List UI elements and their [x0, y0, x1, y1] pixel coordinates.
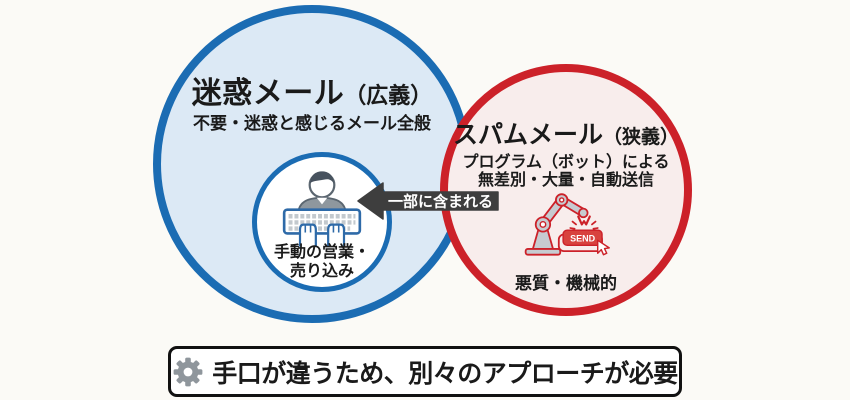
overlap-arrow-label: 一部に含まれる [387, 193, 493, 211]
robot-arm-icon: SEND [524, 193, 610, 256]
narrow-circle-title: スパムメール（狭義） [448, 115, 684, 151]
manual-sales-label-line1: 手動の営業・ [273, 244, 370, 261]
broad-circle-title-suffix: （広義） [344, 83, 433, 108]
conclusion-banner-text: 手口が違うため、別々のアプローチが必要 [212, 359, 678, 388]
left-arrow-icon [357, 182, 499, 220]
narrow-circle-title-main: スパムメール [452, 121, 603, 149]
narrow-circle-subtitle-line1: プログラム（ボット）による [462, 154, 670, 171]
manual-sales-label: 手動の営業・ 売り込み [274, 243, 370, 281]
broad-circle-subtitle: 不要・迷惑と感じるメール全般 [193, 114, 431, 133]
manual-sales-circle: 手動の営業・ 売り込み [252, 152, 392, 292]
broad-circle-title: 迷惑メール（広義） [161, 68, 463, 112]
narrow-circle-title-suffix: （狭義） [603, 127, 680, 148]
narrow-circle-caption: 悪質・機械的 [515, 274, 617, 293]
conclusion-banner: 手口が違うため、別々のアプローチが必要 [168, 346, 682, 397]
narrow-spam-circle: スパムメール（狭義） プログラム（ボット）による 無差別・大量・自動送信 [440, 64, 692, 316]
manual-sales-label-line2: 売り込み [289, 263, 354, 280]
overlap-arrow: 一部に含まれる [357, 182, 500, 220]
narrow-circle-subtitle-line2: 無差別・大量・自動送信 [477, 172, 654, 189]
person-typing-icon [282, 171, 362, 247]
broad-circle-title-main: 迷惑メール [191, 77, 345, 110]
send-button-label: SEND [570, 233, 596, 243]
cursor-icon [596, 239, 610, 256]
send-button [562, 229, 603, 247]
gear-icon [173, 357, 203, 386]
